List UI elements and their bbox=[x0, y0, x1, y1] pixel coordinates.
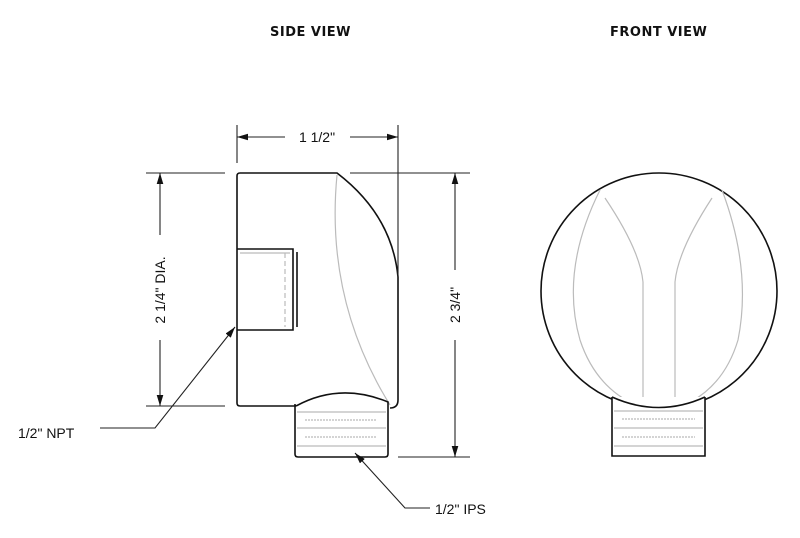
side-view: 1 1/2" 2 1/4" DIA. 2 3/4" 1/2" NPT 1/2" … bbox=[18, 125, 486, 517]
front-outlet-nozzle bbox=[611, 397, 706, 457]
height-dimension-label: 2 3/4" bbox=[447, 287, 463, 323]
front-body-circle bbox=[540, 172, 778, 410]
front-body-contour bbox=[572, 189, 744, 414]
outlet-nozzle bbox=[294, 392, 389, 458]
front-view bbox=[540, 172, 778, 457]
diameter-dimension-label: 2 1/4" DIA. bbox=[152, 256, 168, 323]
front-view-title: FRONT VIEW bbox=[610, 25, 707, 40]
side-view-title: SIDE VIEW bbox=[270, 25, 351, 40]
side-body-outline bbox=[236, 172, 399, 409]
side-body-contour bbox=[334, 174, 391, 406]
width-dimension-label: 1 1/2" bbox=[299, 129, 335, 145]
npt-callout-label: 1/2" NPT bbox=[18, 425, 75, 441]
inlet-bore bbox=[237, 248, 294, 331]
ips-callout-label: 1/2" IPS bbox=[435, 501, 486, 517]
side-body-left-edge bbox=[236, 176, 296, 407]
